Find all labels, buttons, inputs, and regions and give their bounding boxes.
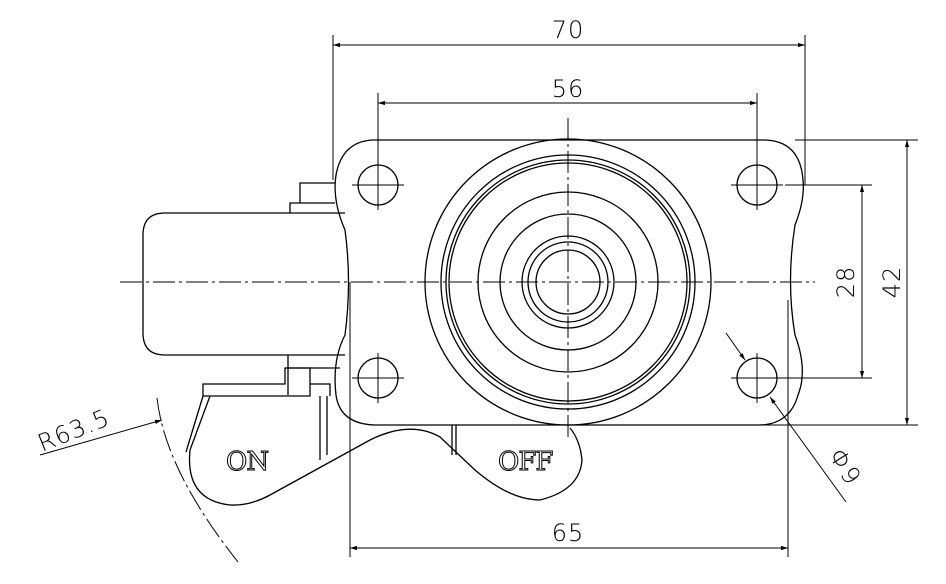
dimension-70	[332, 35, 806, 185]
hole-top-right	[731, 160, 783, 210]
wheel-side-view	[142, 182, 345, 395]
dimension-28	[780, 184, 872, 379]
brake-pedal	[185, 367, 583, 506]
dim-28-label: 28	[832, 266, 860, 299]
radius-leader	[39, 419, 163, 456]
dimension-hole-diameter	[725, 332, 847, 503]
dim-hole-diameter-label: Φ9	[823, 443, 867, 490]
dim-radius-label: R63.5	[34, 403, 114, 457]
dimension-65	[349, 282, 789, 557]
brake-off-label: OFF	[498, 447, 552, 477]
dimension-56	[377, 93, 758, 165]
hole-top-left	[352, 160, 404, 210]
dim-65-label: 65	[552, 519, 585, 547]
hole-bottom-left	[352, 353, 404, 403]
dim-56-label: 56	[552, 75, 585, 103]
brake-radius-arc	[156, 397, 239, 563]
dim-70-label: 70	[552, 16, 585, 44]
brake-on-label: ON	[226, 447, 268, 477]
dimension-42	[760, 139, 918, 426]
hole-bottom-right	[731, 353, 783, 403]
dim-42-label: 42	[878, 266, 906, 299]
